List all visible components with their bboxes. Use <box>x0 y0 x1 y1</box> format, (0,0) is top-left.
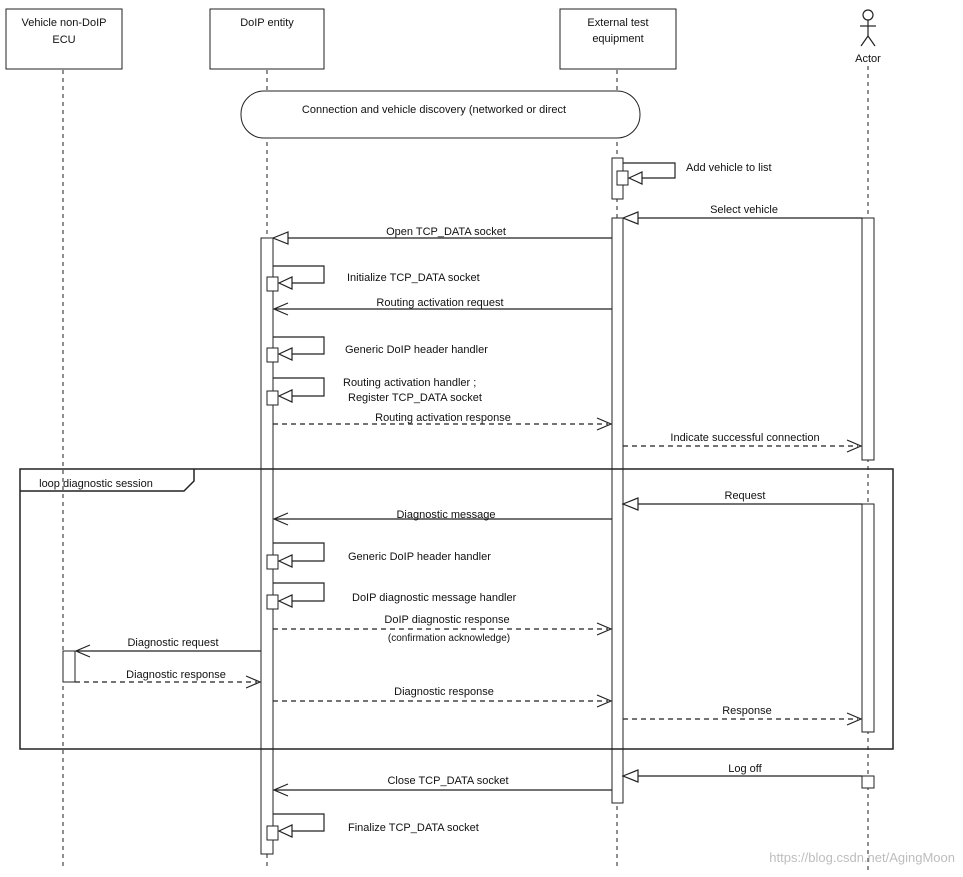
watermark: https://blog.csdn.net/AgingMoon <box>769 850 955 865</box>
message-indicate-connection: Indicate successful connection <box>623 432 863 453</box>
participant-doip-entity: DoIP entity <box>209 8 325 70</box>
loop-frame: loop diagnostic session <box>19 468 894 750</box>
message-diagnostic-request: Diagnostic request <box>74 637 261 658</box>
participant-ext-line1: External test <box>587 17 648 29</box>
activation-actor-logoff <box>861 775 875 789</box>
msg-ecu-diagnostic-response: Diagnostic response <box>126 669 226 681</box>
self-activation-ext-add <box>616 170 629 186</box>
msg-generic-handler-2: Generic DoIP header handler <box>348 551 491 563</box>
self-call-add-vehicle: Add vehicle to list <box>623 162 772 185</box>
message-routing-request: Routing activation request <box>272 297 612 316</box>
message-log-off: Log off <box>621 763 862 783</box>
message-open-socket: Open TCP_DATA socket <box>271 226 612 245</box>
self-activation-doip-generic-2 <box>266 554 279 570</box>
msg-open-socket: Open TCP_DATA socket <box>386 226 506 238</box>
message-close-socket: Close TCP_DATA socket <box>272 775 612 797</box>
participant-ecu-line1: Vehicle non-DoIP <box>22 17 107 29</box>
discovery-label: Connection and vehicle discovery (networ… <box>302 104 566 116</box>
discovery-block: Connection and vehicle discovery (networ… <box>240 90 641 139</box>
participant-actor-label: Actor <box>855 53 881 65</box>
msg-request: Request <box>725 490 766 502</box>
message-response: Response <box>623 705 863 726</box>
message-diagnostic-response: Diagnostic response <box>273 686 613 708</box>
message-request: Request <box>621 490 862 511</box>
self-call-generic-handler-2: Generic DoIP header handler <box>273 542 491 568</box>
msg-log-off: Log off <box>728 763 762 775</box>
self-activation-doip-init <box>266 276 279 292</box>
msg-diag-msg-handler: DoIP diagnostic message handler <box>352 592 517 604</box>
self-activation-doip-diag-handler <box>266 594 279 610</box>
self-activation-doip-finalize <box>266 825 279 841</box>
activation-doip-main <box>260 237 274 855</box>
msg-routing-response: Routing activation response <box>375 412 511 424</box>
participant-actor: Actor <box>855 9 881 65</box>
msg-add-vehicle: Add vehicle to list <box>686 162 772 174</box>
message-routing-response: Routing activation response <box>273 412 613 431</box>
msg-diagnostic-request: Diagnostic request <box>127 637 218 649</box>
message-doip-diagnostic-response: DoIP diagnostic response (confirmation a… <box>273 614 613 644</box>
msg-routing-handler-1: Routing activation handler ; <box>343 377 476 389</box>
self-call-diag-msg-handler: DoIP diagnostic message handler <box>273 582 517 608</box>
msg-indicate-connection: Indicate successful connection <box>670 432 819 444</box>
actor-stick-figure-icon <box>860 9 876 47</box>
msg-routing-handler-2: Register TCP_DATA socket <box>348 392 482 404</box>
participant-ecu-line2: ECU <box>52 34 75 46</box>
activation-actor-select <box>861 217 875 461</box>
message-select-vehicle: Select vehicle <box>621 204 862 225</box>
msg-generic-handler-1: Generic DoIP header handler <box>345 344 488 356</box>
loop-label: loop diagnostic session <box>39 478 153 490</box>
activation-actor-request <box>861 503 875 733</box>
message-diagnostic-message: Diagnostic message <box>272 509 612 526</box>
msg-init-socket: Initialize TCP_DATA socket <box>347 272 480 284</box>
msg-doip-diag-response-1: DoIP diagnostic response <box>384 614 509 626</box>
self-activation-doip-routing <box>266 390 279 406</box>
msg-doip-diag-response-2: (confirmation acknowledge) <box>388 633 510 644</box>
self-call-routing-handler: Routing activation handler ; Register TC… <box>273 377 482 404</box>
self-call-finalize-socket: Finalize TCP_DATA socket <box>273 813 479 838</box>
participant-ecu: Vehicle non-DoIP ECU <box>5 8 123 70</box>
msg-close-socket: Close TCP_DATA socket <box>387 775 508 787</box>
msg-routing-request: Routing activation request <box>376 297 503 309</box>
participant-external-test-equipment: External test equipment <box>559 8 677 70</box>
self-call-init-socket: Initialize TCP_DATA socket <box>273 265 480 290</box>
activation-ecu <box>62 650 76 683</box>
activation-ext-main <box>611 217 624 804</box>
self-activation-doip-generic-1 <box>266 347 279 363</box>
msg-finalize-socket: Finalize TCP_DATA socket <box>348 822 479 834</box>
message-ecu-diagnostic-response: Diagnostic response <box>75 669 262 689</box>
participant-ext-line2: equipment <box>592 33 643 45</box>
msg-select-vehicle: Select vehicle <box>710 204 778 216</box>
msg-diagnostic-message: Diagnostic message <box>396 509 495 521</box>
msg-response: Response <box>722 705 772 717</box>
participant-doip-label: DoIP entity <box>240 17 294 29</box>
self-call-generic-handler-1: Generic DoIP header handler <box>273 336 488 361</box>
msg-diagnostic-response: Diagnostic response <box>394 686 494 698</box>
